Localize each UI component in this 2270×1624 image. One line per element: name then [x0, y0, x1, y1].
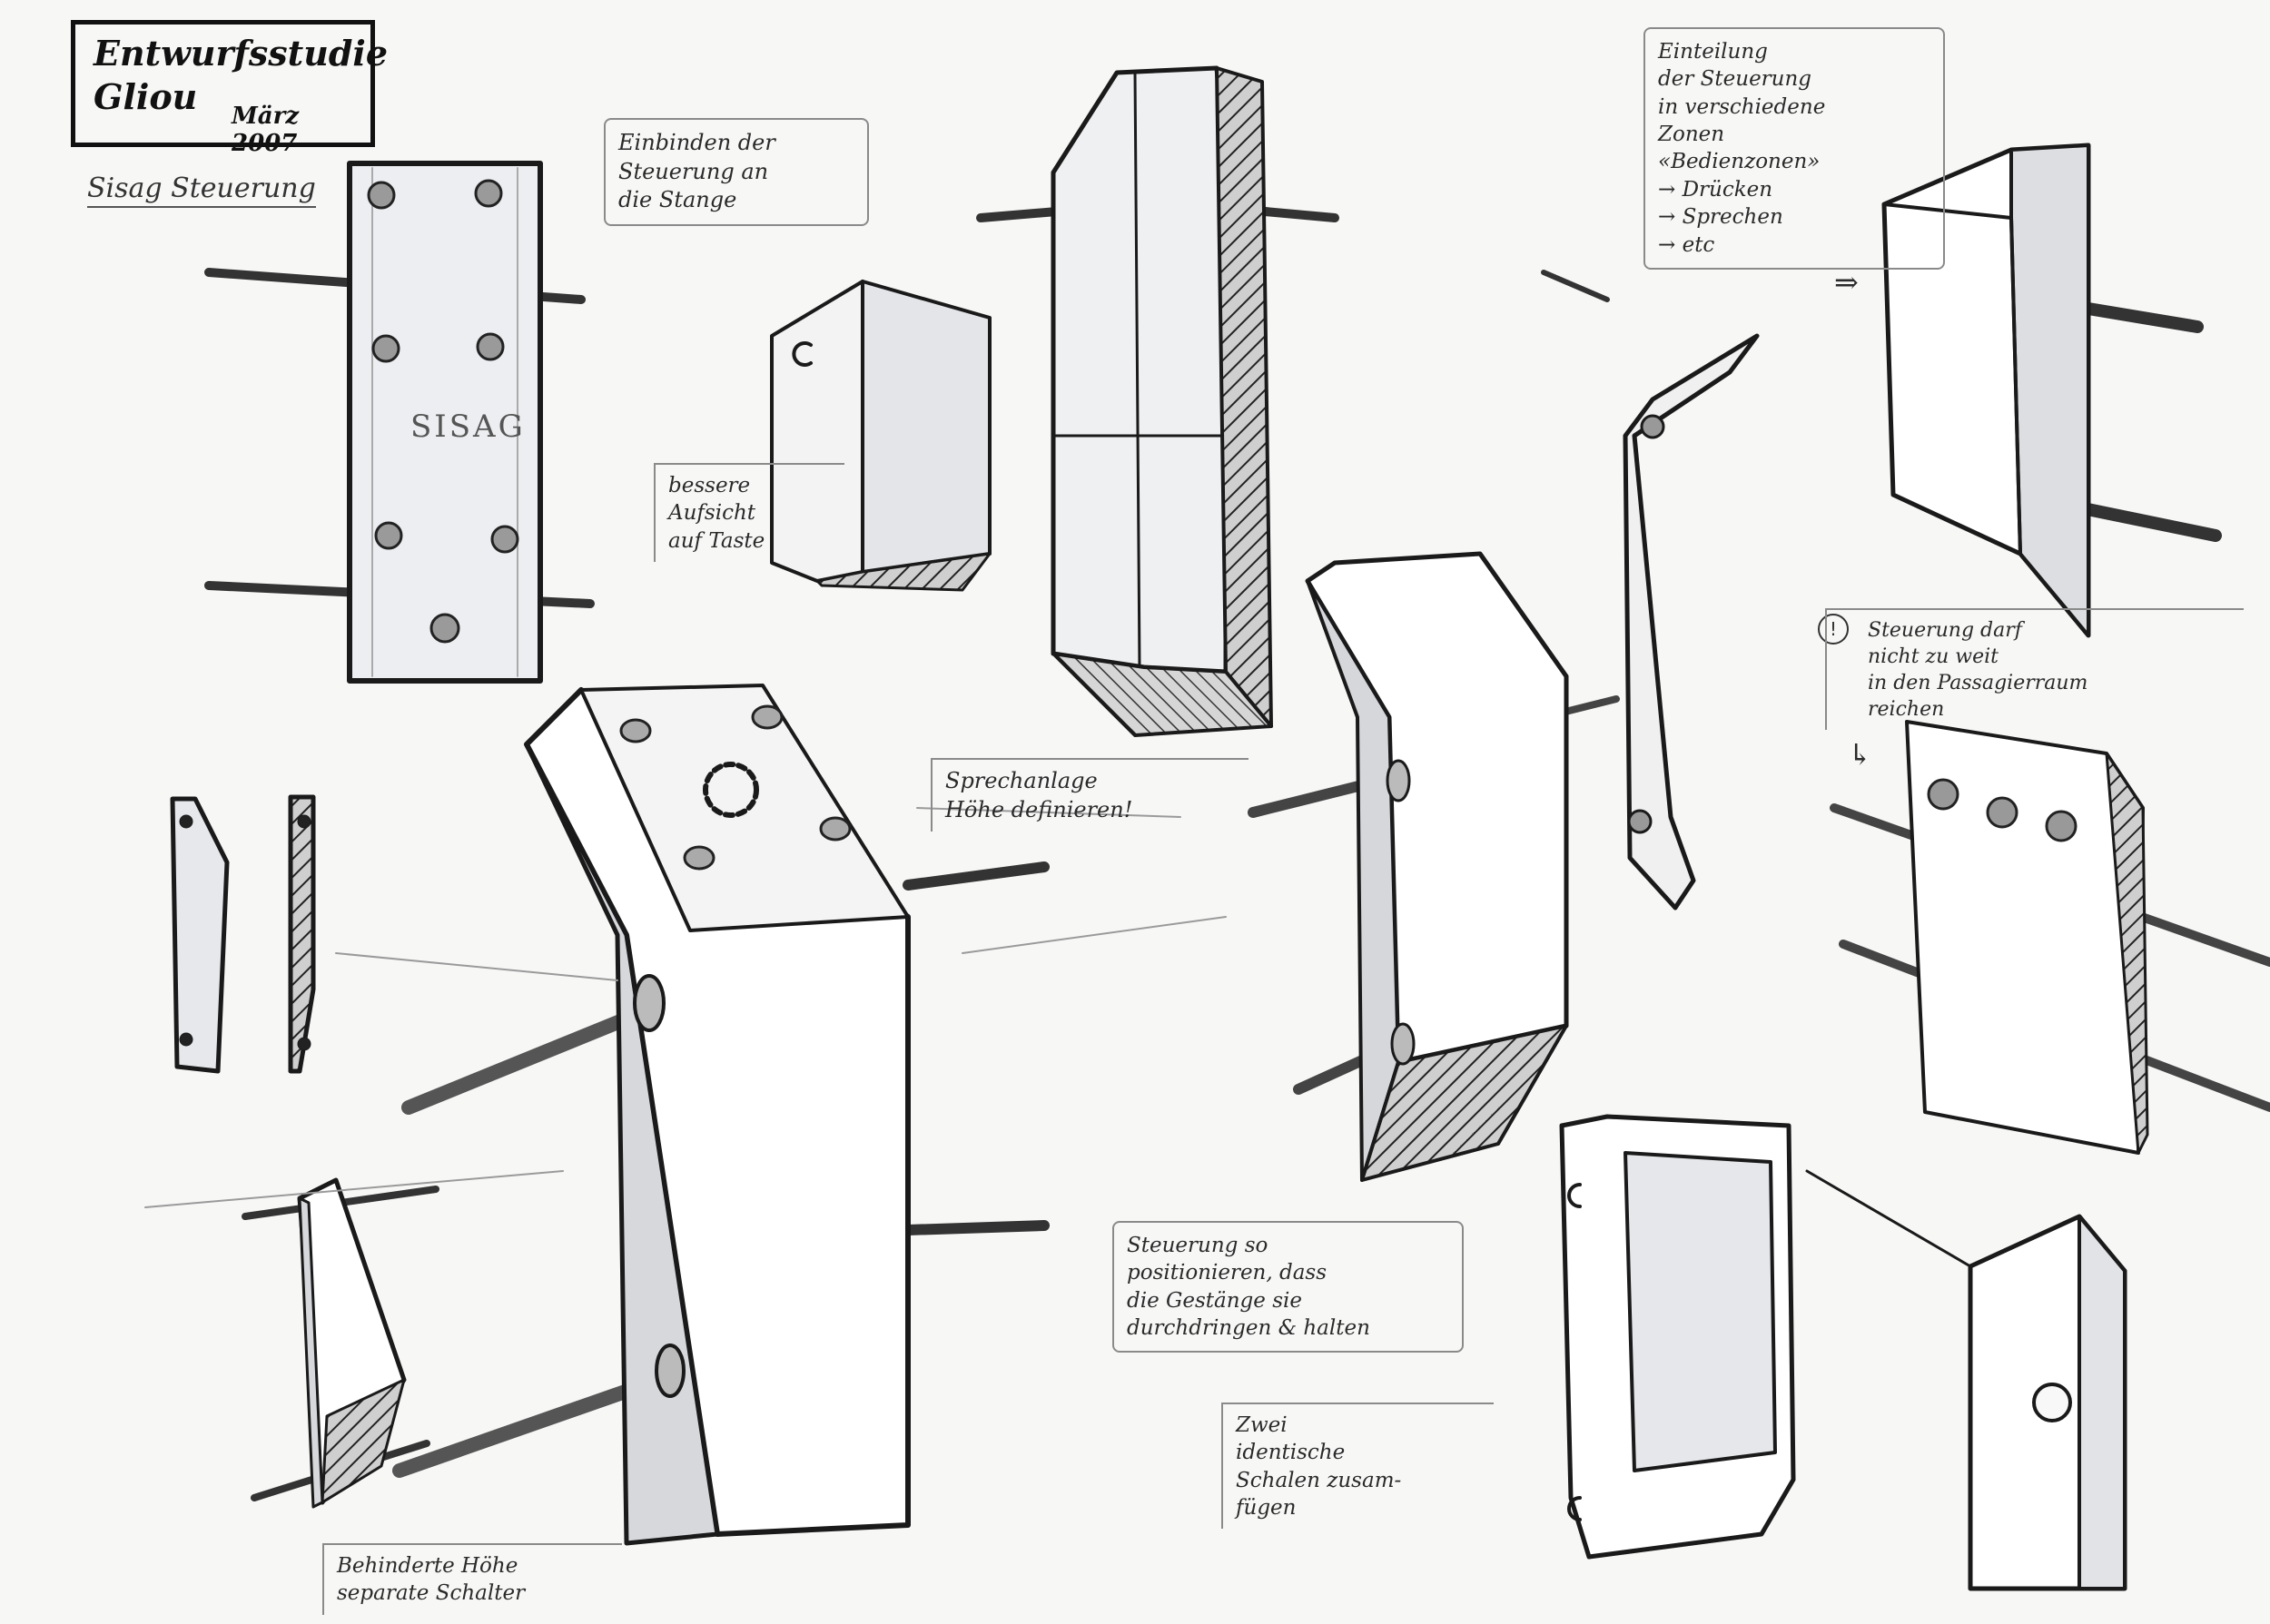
note-behinderte: Behinderte Höhe separate Schalter — [322, 1543, 622, 1615]
sheet-subtitle: Sisag Steuerung — [87, 172, 316, 208]
sketch-bent-bar — [1623, 333, 1760, 910]
sheet-title: Entwurfsstudie Gliou — [94, 33, 389, 117]
note-einteilung: Einteilung der Steuerung in verschiedene… — [1643, 27, 1945, 270]
sheet-date: März 2007 — [232, 103, 300, 157]
sketch-tall-column — [976, 65, 1339, 737]
sketch-flat-plate — [204, 161, 595, 684]
arrow-down-icon: ↳ — [1848, 737, 1872, 772]
arrow-right-icon: ⇒ — [1834, 265, 1859, 300]
note-positionieren: Steuerung so positionieren, dass die Ges… — [1112, 1221, 1464, 1353]
warning-icon: ! — [1818, 614, 1849, 645]
sketch-pedestal — [392, 684, 1050, 1546]
note-bessere-aufsicht: bessere Aufsicht auf Taste — [654, 463, 844, 563]
note-einbinden: Einbinden der Steuerung an die Stange — [604, 118, 869, 227]
sketch-two-shells — [1559, 1114, 2127, 1591]
sketch-side-profiles — [170, 794, 316, 1074]
construction-lines — [144, 807, 1227, 1208]
plate-engraving: SISAG — [410, 408, 526, 445]
note-zwei-schalen: Zwei identische Schalen zusam- fügen — [1221, 1403, 1494, 1530]
sketch-button-box — [1830, 720, 2270, 1155]
note-warnung: Steuerung darf nicht zu weit in den Pass… — [1825, 608, 2244, 731]
note-sprechanlage: Sprechanlage Höhe definieren! — [931, 758, 1248, 832]
title-box: Entwurfsstudie Gliou März 2007 — [71, 20, 388, 157]
sketch-angled-box — [1248, 551, 1620, 1182]
sketch-small-bracket — [242, 1177, 439, 1509]
sketch-bracket-box — [770, 280, 992, 592]
